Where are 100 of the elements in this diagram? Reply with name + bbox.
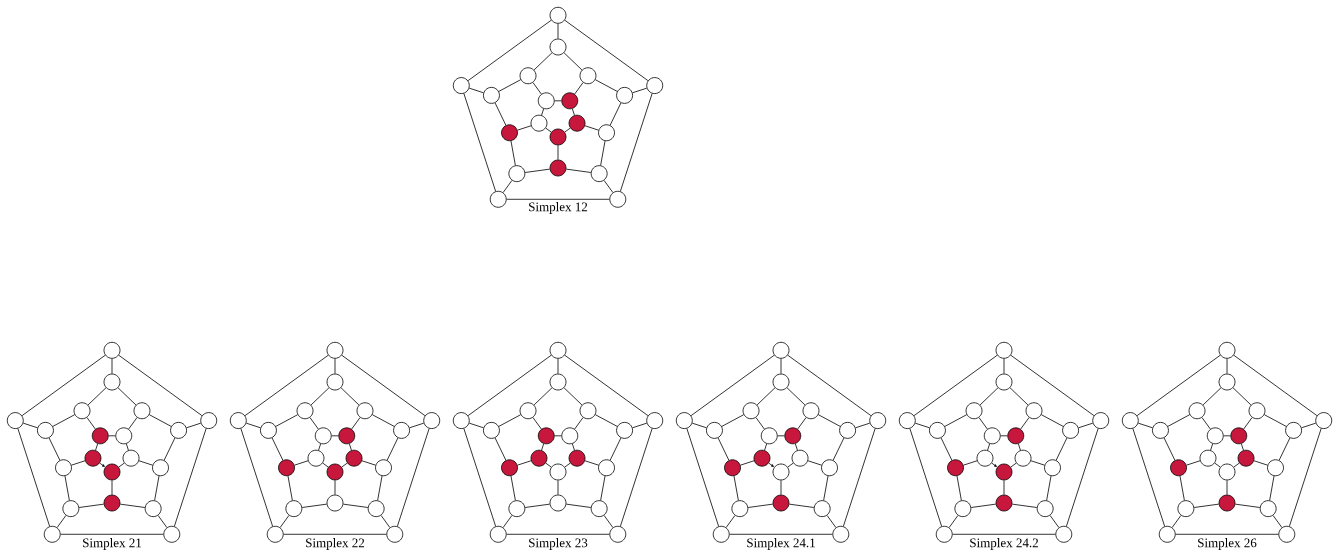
- graph-edge: [755, 417, 765, 430]
- vertex-circle: [1121, 412, 1139, 429]
- graph-edge: [1269, 475, 1275, 501]
- graph-edge: [17, 428, 51, 527]
- vertex-circle: [549, 494, 567, 512]
- marked-vertex: [1230, 427, 1248, 445]
- graph-edge: [301, 503, 328, 508]
- graph-edge: [557, 358, 559, 374]
- graph-edge: [1009, 387, 1029, 406]
- marked-vertex: [753, 449, 771, 467]
- graph-edge: [574, 417, 584, 430]
- vertex-circle: [832, 525, 850, 543]
- marked-vertex: [549, 159, 567, 177]
- marked-vertex: [345, 449, 363, 467]
- graph-edge: [1041, 414, 1064, 427]
- graph-edge: [1078, 422, 1094, 429]
- vertex-circle: [296, 402, 314, 420]
- graph-edge: [1226, 480, 1228, 495]
- vertex-circle: [1315, 412, 1333, 429]
- graph-edge: [545, 462, 552, 468]
- graph-edge: [517, 125, 532, 131]
- graph-edge: [913, 354, 998, 417]
- graph-edge: [777, 435, 785, 437]
- vertex-circle: [423, 412, 441, 429]
- graph-edge: [747, 503, 774, 508]
- marked-vertex: [326, 463, 344, 481]
- marked-vertex: [530, 449, 548, 467]
- vertex-circle: [929, 422, 946, 439]
- graph-edge: [632, 87, 648, 94]
- graph-edge: [823, 475, 829, 501]
- vertex-circle: [1025, 402, 1043, 420]
- graph-edge: [1136, 354, 1221, 417]
- graph-edge: [564, 462, 571, 468]
- graph-edge: [95, 443, 99, 451]
- graph-edge: [756, 387, 776, 406]
- graph-edge: [468, 87, 484, 94]
- graph-edge: [733, 475, 739, 501]
- graph-edge: [174, 428, 207, 527]
- marked-vertex: [995, 463, 1013, 481]
- marked-vertex: [84, 449, 102, 467]
- vertex-circle: [983, 427, 1001, 445]
- graph-edge: [564, 127, 571, 133]
- graph-edge: [1186, 460, 1201, 466]
- graph-edge: [1301, 422, 1317, 429]
- vertex-circle: [163, 525, 181, 543]
- graph-edge: [467, 354, 552, 417]
- vertex-circle: [1218, 463, 1236, 481]
- vertex-circle: [549, 463, 567, 481]
- graph-edge: [86, 417, 96, 430]
- vertex-circle: [73, 402, 91, 420]
- vertex-circle: [1267, 459, 1284, 477]
- marked-vertex: [103, 494, 121, 512]
- vertex-circle: [616, 422, 633, 439]
- graph-edge: [717, 437, 730, 461]
- graph-edge: [584, 125, 599, 131]
- vertex-circle: [1218, 373, 1236, 391]
- vertex-circle: [598, 459, 615, 477]
- graph-edge: [275, 414, 298, 427]
- vertex-circle: [1218, 341, 1236, 359]
- graph-edge: [1010, 462, 1017, 468]
- graph-edge: [541, 443, 545, 451]
- graph-edge: [1137, 422, 1153, 429]
- graph-edge: [468, 422, 484, 429]
- graph-edge: [843, 428, 876, 527]
- graph-edge: [78, 503, 105, 508]
- graph-edge: [1020, 417, 1030, 430]
- graph-edge: [787, 354, 872, 417]
- graph-edge: [563, 387, 583, 406]
- graph-edge: [554, 435, 562, 437]
- graph-edge: [541, 108, 545, 116]
- graph-edge: [108, 435, 116, 437]
- graph-edge: [1210, 443, 1214, 451]
- marked-vertex: [568, 449, 586, 467]
- graph-caption: Simplex 26: [1198, 538, 1257, 550]
- vertex-circle: [483, 422, 500, 439]
- marked-vertex: [772, 494, 790, 512]
- graph-edge: [545, 127, 552, 133]
- graph-edge: [1264, 414, 1287, 427]
- graph-edge: [1175, 533, 1279, 535]
- vertex-circle: [489, 525, 507, 543]
- vertex-circle: [935, 525, 953, 543]
- vertex-circle: [813, 500, 831, 518]
- graph-edge: [498, 79, 522, 92]
- graph-caption: Simplex 24.2: [970, 538, 1038, 550]
- graph-edge: [341, 462, 348, 468]
- graph-edge: [740, 460, 755, 466]
- graph-edge: [64, 475, 70, 501]
- vertex-circle: [1055, 525, 1073, 543]
- graph-edge: [517, 460, 532, 466]
- graph-edge: [532, 82, 542, 95]
- graph-edge: [1223, 435, 1231, 437]
- graph-edge: [287, 475, 293, 501]
- vertex-circle: [1285, 422, 1302, 439]
- graph-edge: [331, 435, 339, 437]
- marked-vertex: [784, 427, 802, 445]
- vertex-circle: [115, 427, 133, 445]
- vertex-circle: [314, 427, 332, 445]
- vertex-circle: [579, 402, 597, 420]
- vertex-circle: [519, 402, 537, 420]
- graph-edge: [1179, 475, 1185, 501]
